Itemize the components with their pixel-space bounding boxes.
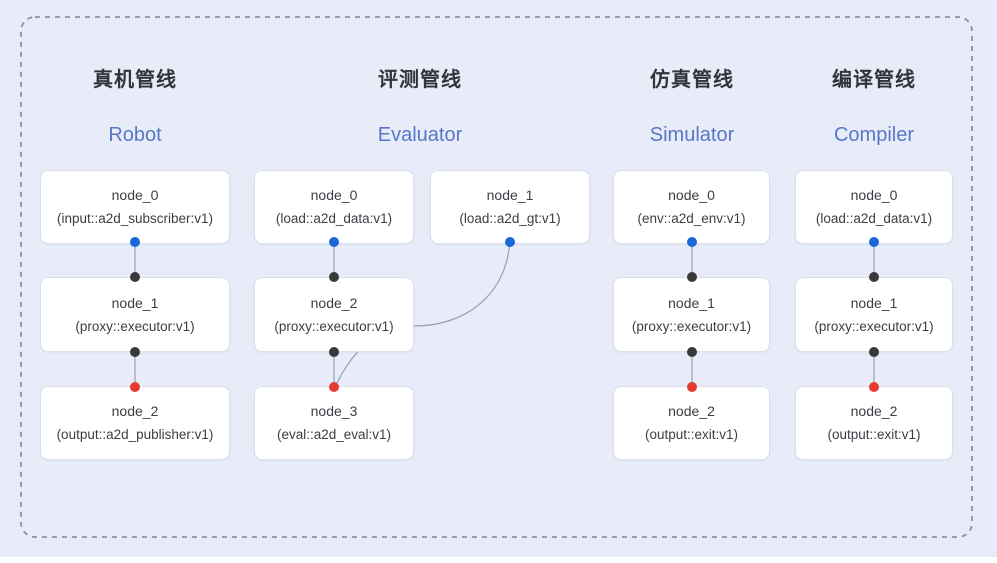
node-name: node_0 [111, 187, 159, 203]
node-card-compiler-node1: node_1 (proxy::executor:v1) [795, 277, 953, 352]
node-name: node_1 [850, 294, 898, 311]
pipeline-title-en-compiler: Compiler [833, 124, 915, 146]
pipeline-title-zh-evaluator: 评测管线 [378, 69, 462, 91]
node-type: (load::a2d_gt:v1) [459, 211, 561, 226]
pipeline-title-zh-robot: 真机管线 [93, 69, 177, 91]
node-name: node_2 [850, 403, 898, 419]
node-card-simulator-node0: node_0 (env::a2d_env:v1) [613, 170, 770, 244]
node-card-evaluator-node3: node_3 (eval::a2d_eval:v1) [254, 386, 414, 460]
node-card-simulator-node2: node_2 (output::exit:v1) [613, 386, 770, 460]
node-type: (proxy::executor:v1) [274, 318, 394, 334]
node-type: (load::a2d_data:v1) [815, 211, 933, 226]
node-card-robot-node0: node_0 (input::a2d_subscriber:v1) [40, 170, 230, 244]
node-card-compiler-node2: node_2 (output::exit:v1) [795, 386, 953, 460]
node-type: (proxy::executor:v1) [631, 318, 752, 334]
node-card-robot-node1: node_1 (proxy::executor:v1) [40, 277, 230, 352]
node-type: (output::a2d_publisher:v1) [56, 427, 214, 442]
node-card-evaluator-node0: node_0 (load::a2d_data:v1) [254, 170, 414, 244]
pipeline-title-en-simulator: Simulator [649, 124, 735, 146]
node-card-robot-node2: node_2 (output::a2d_publisher:v1) [40, 386, 230, 460]
node-name: node_0 [850, 187, 898, 203]
node-name: node_2 [111, 403, 159, 419]
node-name: node_0 [310, 187, 358, 203]
pipeline-title-en-robot: Robot [108, 124, 162, 146]
node-name: node_2 [668, 403, 715, 419]
pipeline-title-en-evaluator: Evaluator [377, 124, 463, 146]
node-type: (input::a2d_subscriber:v1) [56, 211, 214, 226]
node-card-evaluator-node2: node_2 (proxy::executor:v1) [254, 277, 414, 352]
node-card-compiler-node0: node_0 (load::a2d_data:v1) [795, 170, 953, 244]
node-name: node_1 [486, 187, 534, 203]
pipeline-title-zh-simulator: 仿真管线 [650, 69, 734, 91]
bottom-white-strip [0, 557, 997, 563]
node-card-simulator-node1: node_1 (proxy::executor:v1) [613, 277, 770, 352]
node-type: (eval::a2d_eval:v1) [276, 427, 392, 442]
node-name: node_1 [668, 294, 715, 311]
node-name: node_1 [111, 294, 159, 311]
node-card-evaluator-node1: node_1 (load::a2d_gt:v1) [430, 170, 590, 244]
node-name: node_3 [310, 403, 358, 419]
node-type: (proxy::executor:v1) [75, 318, 195, 334]
node-type: (env::a2d_env:v1) [637, 211, 746, 226]
node-name: node_0 [668, 187, 715, 203]
node-name: node_2 [310, 294, 358, 311]
node-type: (proxy::executor:v1) [814, 318, 934, 334]
node-type: (output::exit:v1) [644, 427, 739, 442]
node-type: (load::a2d_data:v1) [275, 211, 393, 226]
node-type: (output::exit:v1) [827, 427, 921, 442]
pipeline-title-zh-compiler: 编译管线 [832, 69, 916, 91]
